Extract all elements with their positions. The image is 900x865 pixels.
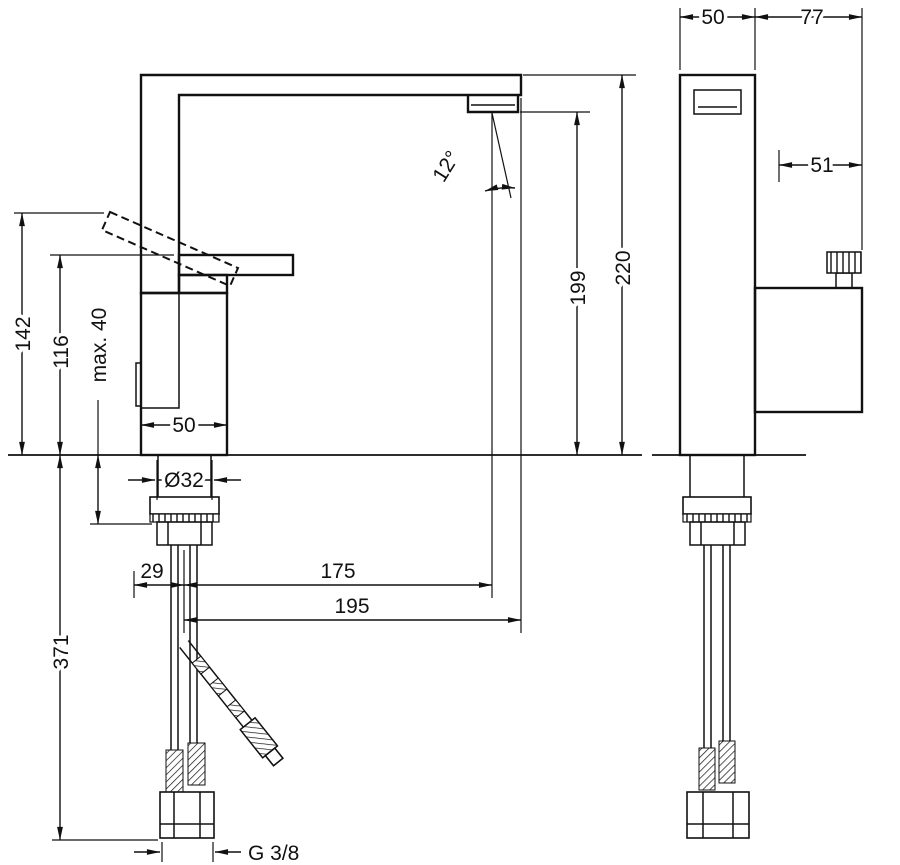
body-side — [678, 73, 757, 457]
dim-label-dia32: Ø32 — [164, 469, 204, 492]
dim-angle-arc — [484, 183, 516, 192]
side-faucet-outline — [678, 73, 864, 457]
column-step-detail — [135, 362, 141, 407]
dim-label-116: 116 — [50, 335, 73, 368]
bracket-side — [689, 521, 746, 546]
dim-label-220: 220 — [612, 250, 635, 285]
spout-arm-and-column — [139, 73, 523, 295]
knob-stem — [835, 272, 853, 289]
knob-cap — [826, 251, 862, 274]
hose-nut-side — [686, 791, 750, 839]
mounting-bracket — [156, 521, 213, 546]
handle-block-side — [753, 286, 864, 414]
dim-label-371: 371 — [50, 634, 73, 669]
mounting-nut — [149, 496, 220, 515]
dim-label-50-side: 50 — [701, 6, 724, 29]
hose-union-nut — [159, 791, 215, 839]
hose-knurl-2-side — [718, 740, 736, 784]
angled-supply-hose — [179, 640, 285, 767]
lever-raised-position-dashed — [100, 210, 240, 288]
mounting-nut-side — [682, 496, 752, 515]
front-view: 142 116 max. 40 50 Ø32 29 175 195 371 19… — [8, 73, 642, 865]
front-below-counter — [149, 455, 285, 839]
hose-braid-band-1 — [191, 655, 211, 675]
mounting-nut-serration — [149, 513, 220, 523]
hose-braid-band-2 — [208, 677, 228, 697]
hose-knurl-left — [165, 749, 184, 793]
side-below-counter — [682, 455, 752, 839]
side-view: 50 77 51 — [652, 3, 864, 839]
column-foot-edge — [141, 293, 180, 409]
front-faucet-outline — [100, 73, 523, 457]
dim-label-77-side: 77 — [800, 6, 823, 29]
dim-label-175: 175 — [320, 560, 355, 583]
mounting-nut-serration-side — [682, 513, 752, 523]
front-dimensions: 142 116 max. 40 50 Ø32 29 175 195 371 19… — [9, 74, 639, 865]
lever-handle — [177, 253, 295, 277]
lever-base — [177, 273, 229, 295]
dim-label-199: 199 — [567, 270, 590, 305]
hose-braid-band-3 — [226, 699, 246, 719]
dim-label-29: 29 — [140, 560, 163, 583]
spout-outlet — [466, 95, 520, 114]
dim-label-12deg: 12° — [428, 147, 464, 186]
spout-outlet-side — [693, 89, 742, 115]
hose-knurl-right — [187, 742, 206, 786]
angle-12-line — [491, 112, 512, 199]
side-dimensions: 50 77 51 — [679, 3, 863, 250]
hose-fitting-tip — [264, 746, 285, 767]
dim-label-51-side: 51 — [810, 154, 833, 177]
dim-label-195: 195 — [334, 595, 369, 618]
dim-label-thread: G 3/8 — [248, 842, 299, 865]
dim-label-142: 142 — [12, 316, 35, 351]
hose-knurl-1-side — [698, 747, 716, 791]
dim-label-50: 50 — [172, 414, 195, 437]
dim-label-max40: max. 40 — [88, 308, 111, 383]
